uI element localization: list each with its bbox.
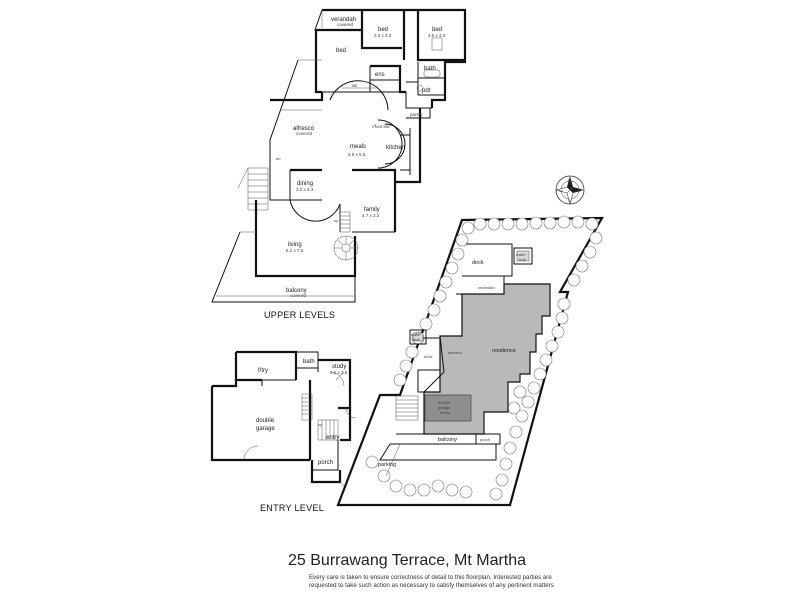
site-label-deck-top: deck [472, 260, 484, 266]
room-size-bed-right: 3.5 x 3.3 [428, 33, 446, 38]
room-label-entry-bath: bath [303, 359, 315, 365]
room-label-study: study [332, 364, 346, 370]
room-size-family: 4.7 x 3.2 [362, 213, 380, 218]
room-label-kitchen: kitchen [386, 145, 405, 151]
room-label-pantry: pantry [410, 112, 423, 117]
compass-s: S [568, 198, 571, 203]
stair-up-label: up [334, 218, 339, 223]
room-label-bed-left: bed [378, 27, 388, 33]
disclaimer-text: Every care is taken to ensure correctnes… [309, 574, 554, 589]
room-label-bed-right: bed [432, 27, 442, 33]
site-plan: deck water feat. verandah water feat. de… [336, 175, 604, 507]
compass-n: N [568, 178, 571, 183]
room-label-bath: bath [424, 66, 436, 72]
site-label-deck-left: deck [424, 354, 432, 359]
room-label-wir: wir [352, 83, 358, 88]
site-label-verandah: verandah [478, 285, 495, 290]
site-label-water-feat-left-1: water [411, 332, 421, 337]
room-label-entry: entry [326, 435, 339, 441]
site-label-alfresco: alfresco [448, 350, 463, 355]
compass-rose-icon: N E S W [555, 175, 585, 205]
room-size-meals: 6.8 x 6.5 [348, 152, 366, 157]
compass-w: W [559, 188, 563, 193]
room-size-dining: 3.2 x 3.3 [296, 187, 314, 192]
entry-level-plan: f/try bath study 3.2 x 3.6 double garage… [210, 350, 357, 513]
garage-below-block [424, 394, 472, 422]
room-label-family: family [364, 207, 380, 213]
room-size-bed-left: 3.3 x 3.3 [374, 33, 392, 38]
site-label-garage-below-3: below [440, 410, 451, 415]
site-label-water-feat-1: water [516, 252, 526, 257]
room-label-meals: meals [350, 144, 366, 150]
room-label-ens: ens [375, 72, 385, 78]
room-label-balcony: balcony [286, 288, 307, 294]
room-label-living: living [288, 242, 302, 248]
property-address: 25 Burrawang Terrace, Mt Martha [288, 552, 527, 569]
room-label-pdr: pdr [422, 88, 431, 94]
room-size-living: 6.2 x 7.5 [286, 248, 304, 253]
room-label-verandah: verandah [331, 17, 356, 23]
site-label-water-feat-2: feat. [519, 257, 527, 262]
site-label-residence: residence [492, 348, 516, 354]
section-title-upper: UPPER LEVELS [264, 310, 335, 320]
room-sub-alfresco: covered [296, 131, 313, 136]
site-label-balcony: balcony [438, 437, 457, 443]
section-title-entry: ENTRY LEVEL [260, 503, 324, 513]
site-label-porch: porch [480, 437, 490, 442]
upper-levels-plan: verandah covered bed 3.3 x 3.3 bed 3.5 x… [211, 8, 467, 320]
stair-dn-label: dn [276, 156, 280, 161]
site-label-water-feat-left-2: feat. [413, 337, 421, 342]
room-sub-balcony: covered [290, 293, 307, 298]
room-label-porch: porch [318, 460, 333, 466]
room-label-bed-main: bed [336, 48, 346, 54]
site-label-garage-below-2: garage [438, 405, 451, 410]
compass-e: E [578, 188, 581, 193]
room-label-alfresco: alfresco [293, 126, 315, 132]
site-label-parking: parking [378, 462, 396, 468]
room-label-dining: dining [297, 181, 313, 187]
room-label-garage-2: garage [256, 426, 275, 432]
entry-stair-up: up [318, 422, 323, 427]
room-label-garage-1: double [256, 418, 275, 424]
room-label-bar: r/foot bar [372, 124, 391, 129]
site-label-garage-below-1: double [438, 400, 451, 405]
room-size-study: 3.2 x 3.6 [330, 370, 348, 375]
room-sub-verandah: covered [337, 22, 354, 27]
room-label-fitry: f/try [258, 368, 268, 374]
